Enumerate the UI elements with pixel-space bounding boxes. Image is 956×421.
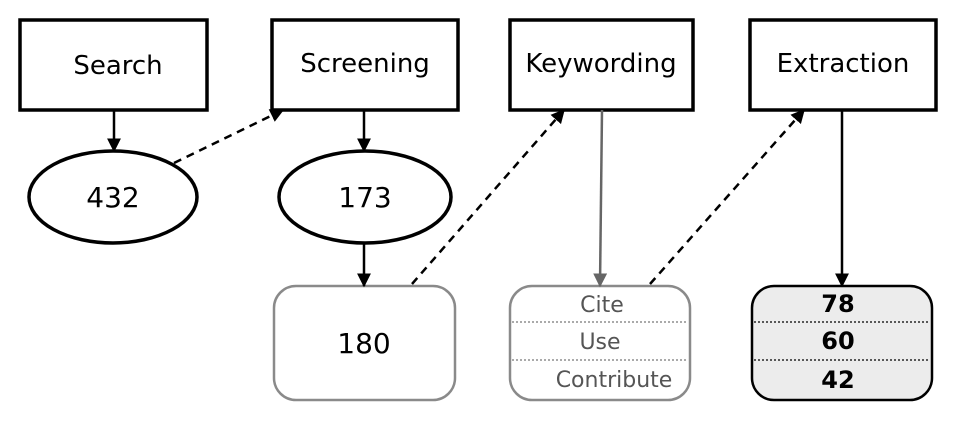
- extraction-count-1: 78: [821, 290, 854, 318]
- count-screening-value: 173: [338, 181, 391, 214]
- extraction-counts: 78 60 42: [750, 284, 934, 402]
- arrow-search-count-to-screening: [173, 108, 285, 165]
- arrow-categories-to-extraction: [649, 108, 805, 285]
- category-use: Use: [579, 330, 620, 355]
- count-included: 180: [272, 284, 457, 402]
- count-search-value: 432: [86, 181, 139, 214]
- category-contribute: Contribute: [556, 368, 673, 393]
- stage-screening-label: Screening: [300, 49, 430, 79]
- extraction-count-3: 42: [821, 366, 854, 394]
- count-search: 432: [27, 149, 199, 245]
- extraction-count-2: 60: [821, 327, 854, 355]
- count-screening: 173: [277, 149, 453, 245]
- stage-screening: Screening: [270, 18, 460, 112]
- stage-search-label: Search: [73, 51, 162, 81]
- keywording-categories: Cite Use Contribute: [508, 284, 692, 402]
- stage-extraction-label: Extraction: [777, 49, 910, 79]
- stage-keywording: Keywording: [508, 18, 695, 112]
- stage-keywording-label: Keywording: [525, 49, 676, 79]
- arrow-keywording-to-categories: [593, 109, 608, 288]
- arrow-included-to-keywording: [411, 108, 565, 285]
- stage-search: Search: [18, 18, 209, 112]
- stage-extraction: Extraction: [748, 18, 938, 112]
- category-cite: Cite: [580, 293, 624, 318]
- count-included-value: 180: [337, 327, 390, 360]
